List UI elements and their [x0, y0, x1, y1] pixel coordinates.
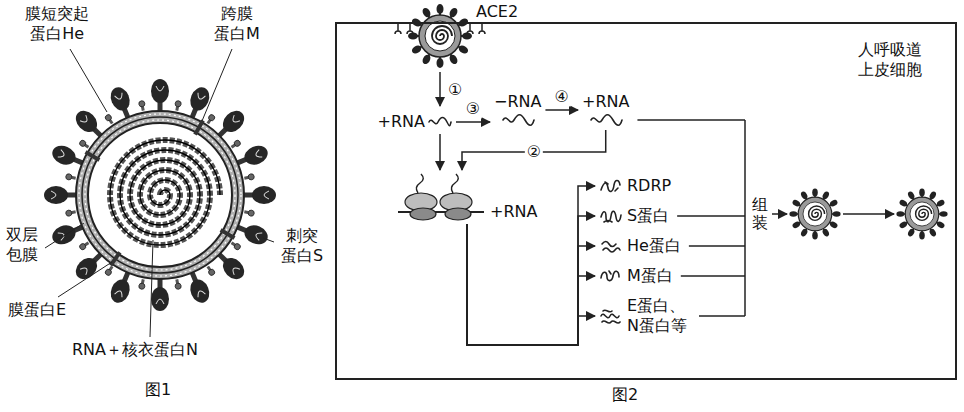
- node-text: E蛋白、 N蛋白等: [627, 296, 691, 336]
- molecule-icon: [602, 242, 620, 253]
- molecule-icon: [599, 208, 623, 224]
- molecule-icon: [599, 238, 623, 254]
- node-text: −RNA: [494, 92, 541, 112]
- arrow-connector: [467, 216, 595, 345]
- protein-node: RDRP: [595, 174, 675, 198]
- assembly-arrow: [772, 213, 787, 215]
- bracket-line: [637, 119, 745, 121]
- step-label: 组装: [752, 196, 768, 231]
- molecule-icon: [599, 268, 623, 284]
- arrow-connector: [467, 186, 595, 345]
- node-text: +RNA: [582, 92, 629, 112]
- node-text: He蛋白: [627, 236, 681, 256]
- virus-icon: [408, 4, 472, 68]
- virus-drawing: [44, 79, 276, 311]
- molecule-icon: [601, 181, 620, 192]
- release-arrow: [843, 213, 894, 215]
- molecule-icon: [591, 115, 622, 126]
- molecule-icon: [601, 211, 621, 222]
- node-text: +RNA: [378, 112, 425, 132]
- molecule-icon: [601, 271, 619, 281]
- receptor-label: ACE2: [476, 2, 518, 22]
- arrow-connector: [467, 224, 595, 345]
- virus-icon: [896, 188, 947, 239]
- node-text: RDRP: [627, 176, 671, 196]
- molecule-icon: [589, 112, 623, 128]
- step-number: ③: [464, 99, 482, 118]
- step-number: ②: [525, 142, 543, 161]
- part-label: 跨膜 蛋白M: [212, 4, 262, 44]
- cell-label: 人呼吸道 上皮细胞: [858, 40, 928, 80]
- bracket-line: [677, 215, 745, 217]
- molecule-icon: [601, 310, 620, 323]
- ace2-receptors: [395, 24, 485, 34]
- ribosome-drawing: [396, 172, 486, 222]
- molecule-icon: [428, 115, 452, 129]
- arrow-connector: [456, 121, 490, 123]
- molecule-icon: [503, 115, 534, 126]
- step-number: ④: [553, 87, 571, 106]
- bracket-line: [689, 245, 745, 247]
- bracket-line: [744, 120, 746, 316]
- protein-node: He蛋白: [595, 234, 685, 258]
- entry-arrow: [439, 72, 441, 106]
- molecule-icon: [599, 308, 623, 324]
- part-label: 刺突 蛋白S: [278, 226, 326, 266]
- arrow-connector: [462, 130, 606, 170]
- rna-node: +RNA: [374, 110, 456, 134]
- molecule-icon: [429, 118, 451, 126]
- ribosome-node: +RNA: [392, 170, 541, 224]
- rna-node: −RNA: [490, 90, 545, 130]
- molecule-icon: [501, 112, 535, 128]
- figure-number: 图1: [145, 380, 171, 400]
- arrow-connector: [545, 109, 578, 111]
- arrow-connector: [439, 134, 441, 170]
- molecule-icon: [599, 178, 623, 194]
- node-text: M蛋白: [627, 266, 673, 286]
- virus-icon: [789, 188, 840, 239]
- protein-node: S蛋白: [595, 204, 673, 228]
- leader-lines: [45, 49, 274, 337]
- node-text: S蛋白: [627, 206, 669, 226]
- arrow-connector: [467, 224, 595, 345]
- cell-box: +RNA −RNA +RNA +RNA RDRP S蛋白 He蛋白 M蛋白 E蛋白、 N蛋白等 人…: [335, 22, 957, 380]
- protein-node: M蛋白: [595, 264, 677, 288]
- part-label: 双层 包膜: [6, 225, 41, 265]
- figure-number: 图2: [612, 385, 638, 405]
- rna-node: +RNA: [578, 90, 633, 130]
- bracket-line: [699, 315, 745, 317]
- arrow-connector: [467, 224, 595, 345]
- part-label: RNA＋核衣蛋白N: [72, 340, 198, 360]
- part-label: 膜蛋白E: [8, 300, 66, 320]
- step-number: ①: [448, 80, 462, 100]
- part-label: 膜短突起 蛋白He: [22, 4, 92, 44]
- node-text: +RNA: [490, 202, 537, 222]
- protein-node: E蛋白、 N蛋白等: [595, 294, 695, 338]
- bracket-line: [681, 275, 745, 277]
